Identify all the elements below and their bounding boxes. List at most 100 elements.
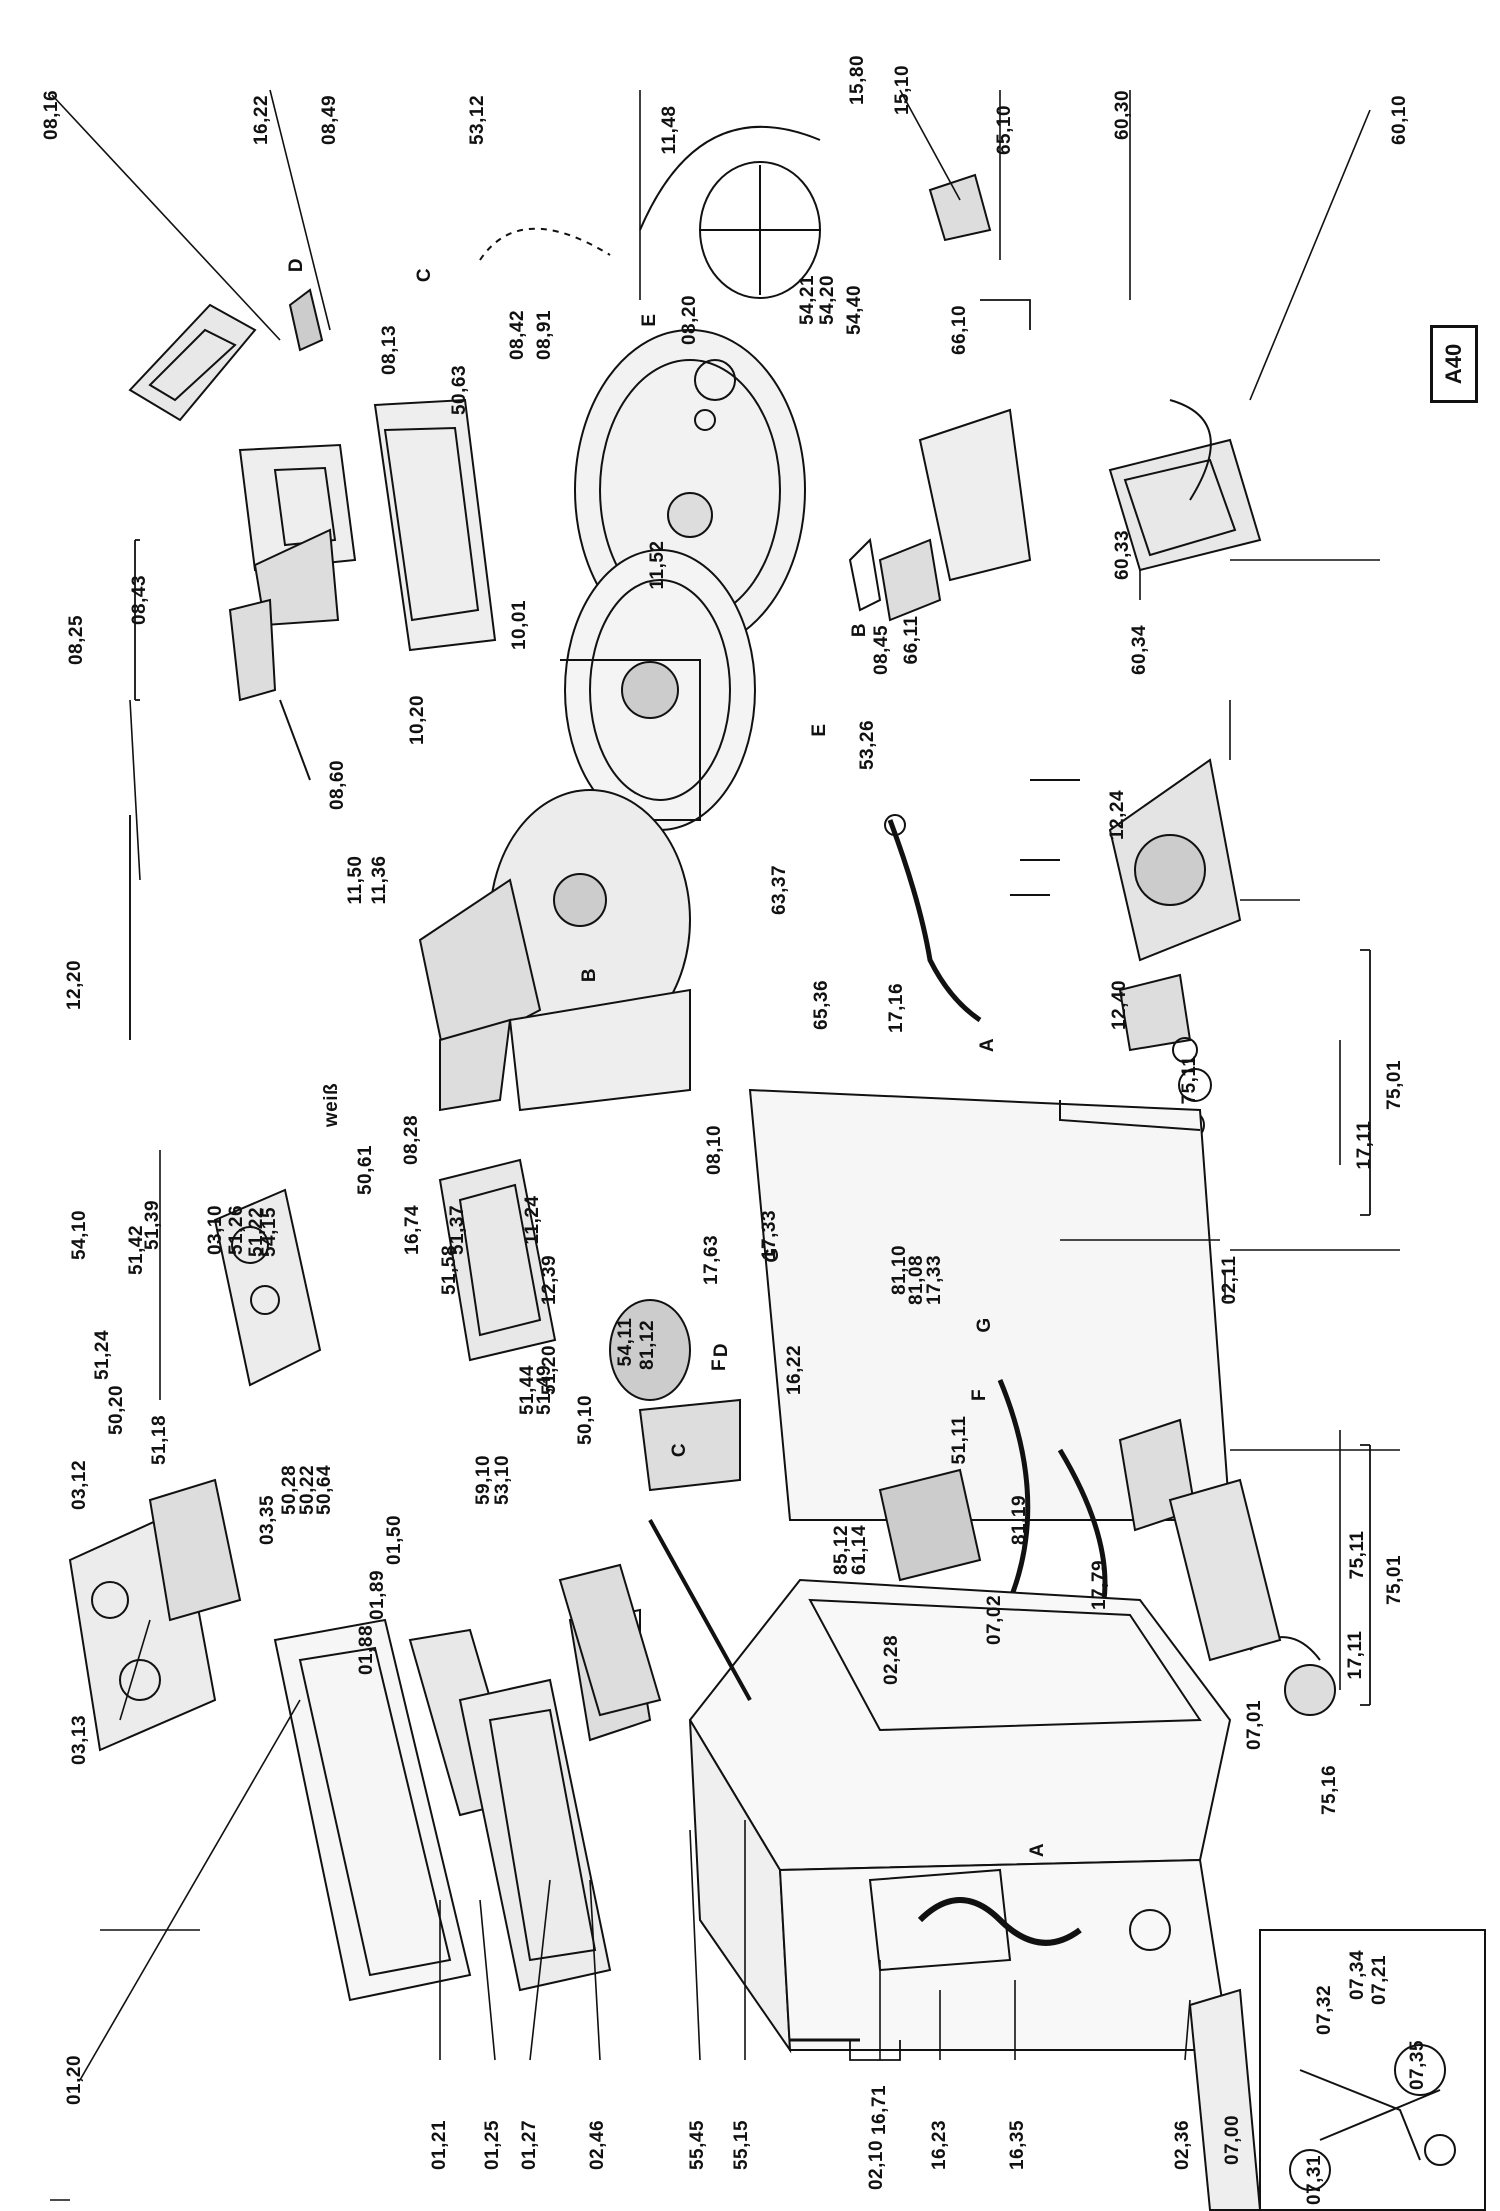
part-label: 60,34 [1129, 624, 1150, 676]
part-label: 16,74 [402, 1204, 423, 1256]
part-label: 75,16 [1319, 1764, 1340, 1816]
part-label: 51,18 [149, 1414, 170, 1466]
part-label: 66,11 [901, 615, 922, 665]
control-and-panels [213, 1018, 1232, 1742]
part-label: 55,45 [687, 2119, 708, 2171]
diagram-reference-box: A40 [1430, 325, 1478, 403]
part-label: 15,80 [847, 54, 868, 106]
part-label: E [809, 723, 830, 737]
part-label: 54,20 [817, 274, 838, 326]
part-label: 07,01 [1244, 1699, 1265, 1751]
part-label: 03,10 [205, 1204, 226, 1256]
part-label: 12,20 [64, 959, 85, 1011]
part-label: 17,33 [924, 1254, 945, 1306]
part-label: B [579, 967, 600, 983]
part-label: 16,23 [929, 2119, 950, 2171]
motor-and-programmer [848, 173, 1262, 1140]
part-label: 16,22 [251, 94, 272, 146]
part-label: 81,19 [1009, 1494, 1030, 1546]
part-label: 03,13 [69, 1714, 90, 1766]
part-label: 08,13 [379, 324, 400, 376]
part-label: 03,12 [69, 1459, 90, 1511]
part-label: 08,28 [401, 1114, 422, 1166]
part-label: 16,35 [1007, 2119, 1028, 2171]
part-label: G [762, 1247, 783, 1263]
part-label: D [711, 1342, 732, 1358]
part-label: 54,11 [615, 1317, 636, 1367]
part-label: 50,63 [449, 364, 470, 416]
part-label: 17,11 [1354, 1120, 1375, 1170]
part-label: 16,22 [784, 1344, 805, 1396]
pump-and-plinth [1168, 1478, 1486, 2211]
part-label: 17,11 [1345, 1630, 1366, 1680]
part-label: 01,50 [384, 1514, 405, 1566]
part-label: 65,36 [811, 979, 832, 1031]
part-label: 51,26 [226, 1204, 247, 1256]
part-label: 08,16 [41, 89, 62, 141]
part-label: C [669, 1442, 690, 1458]
part-label: B [849, 622, 870, 638]
part-label: 11,48 [659, 105, 680, 155]
part-label: 07,31 [1304, 2154, 1325, 2206]
part-label: 75,01 [1384, 1554, 1405, 1606]
part-label: 08,43 [129, 574, 150, 626]
part-label: 02,46 [587, 2119, 608, 2171]
part-label: 50,20 [106, 1384, 127, 1436]
part-label: 08,91 [534, 309, 555, 361]
part-label: 01,27 [519, 2119, 540, 2171]
part-label: 08,45 [871, 624, 892, 676]
part-label: 17,63 [701, 1234, 722, 1286]
part-label: 01,20 [64, 2054, 85, 2106]
part-label: 51,39 [142, 1199, 163, 1251]
part-label: 63,37 [769, 864, 790, 916]
part-label: 02,11 [1219, 1255, 1240, 1305]
front-panels [68, 1478, 662, 2002]
part-label: 50,64 [314, 1464, 335, 1516]
part-label: 54,21 [797, 274, 818, 326]
part-label: 07,32 [1314, 1984, 1335, 2036]
cabinet [648, 1519, 1232, 2054]
part-label: 12,24 [1107, 789, 1128, 841]
part-label: 51,58 [439, 1244, 460, 1296]
part-label: A [1027, 1842, 1048, 1858]
part-label: 11,50 [345, 855, 366, 905]
part-label: 51,11 [949, 1415, 970, 1465]
top-lid-group [128, 288, 497, 781]
part-label: 75,11 [1179, 1055, 1200, 1105]
part-label: 01,25 [482, 2119, 503, 2171]
part-label: 11,24 [522, 1195, 543, 1245]
part-label: 10,20 [407, 694, 428, 746]
part-label: 11,36 [369, 855, 390, 905]
part-label: 02,36 [1172, 2119, 1193, 2171]
part-label: 08,25 [66, 614, 87, 666]
part-label: 75,11 [1347, 1530, 1368, 1580]
part-label: F [969, 1388, 990, 1402]
part-label: C [414, 267, 435, 283]
part-label: 08,10 [704, 1124, 725, 1176]
part-label: G [974, 1317, 995, 1333]
part-label: 65,10 [994, 104, 1015, 156]
part-label: 11,52 [647, 540, 668, 590]
part-label: 60,33 [1112, 529, 1133, 581]
part-label: 50,61 [355, 1144, 376, 1196]
part-label: 61,14 [849, 1524, 870, 1576]
part-label: 12,40 [1109, 979, 1130, 1031]
part-label: F [709, 1358, 730, 1372]
part-label: 01,89 [367, 1569, 388, 1621]
part-label: 54,10 [69, 1209, 90, 1261]
part-label: 02,10 [866, 2139, 887, 2191]
leader-lines [50, 89, 1400, 2201]
part-label: 60,30 [1112, 89, 1133, 141]
part-label: 54,40 [844, 284, 865, 336]
part-label: D [286, 257, 307, 273]
part-label: 03,35 [257, 1494, 278, 1546]
part-label: 50,10 [575, 1394, 596, 1446]
part-label: 66,10 [949, 304, 970, 356]
part-label: 51,49 [534, 1364, 555, 1416]
part-label: 15,10 [892, 64, 913, 116]
tub-drum-assembly [418, 125, 821, 1112]
part-label: 55,15 [731, 2119, 752, 2171]
part-label: 75,01 [1384, 1059, 1405, 1111]
